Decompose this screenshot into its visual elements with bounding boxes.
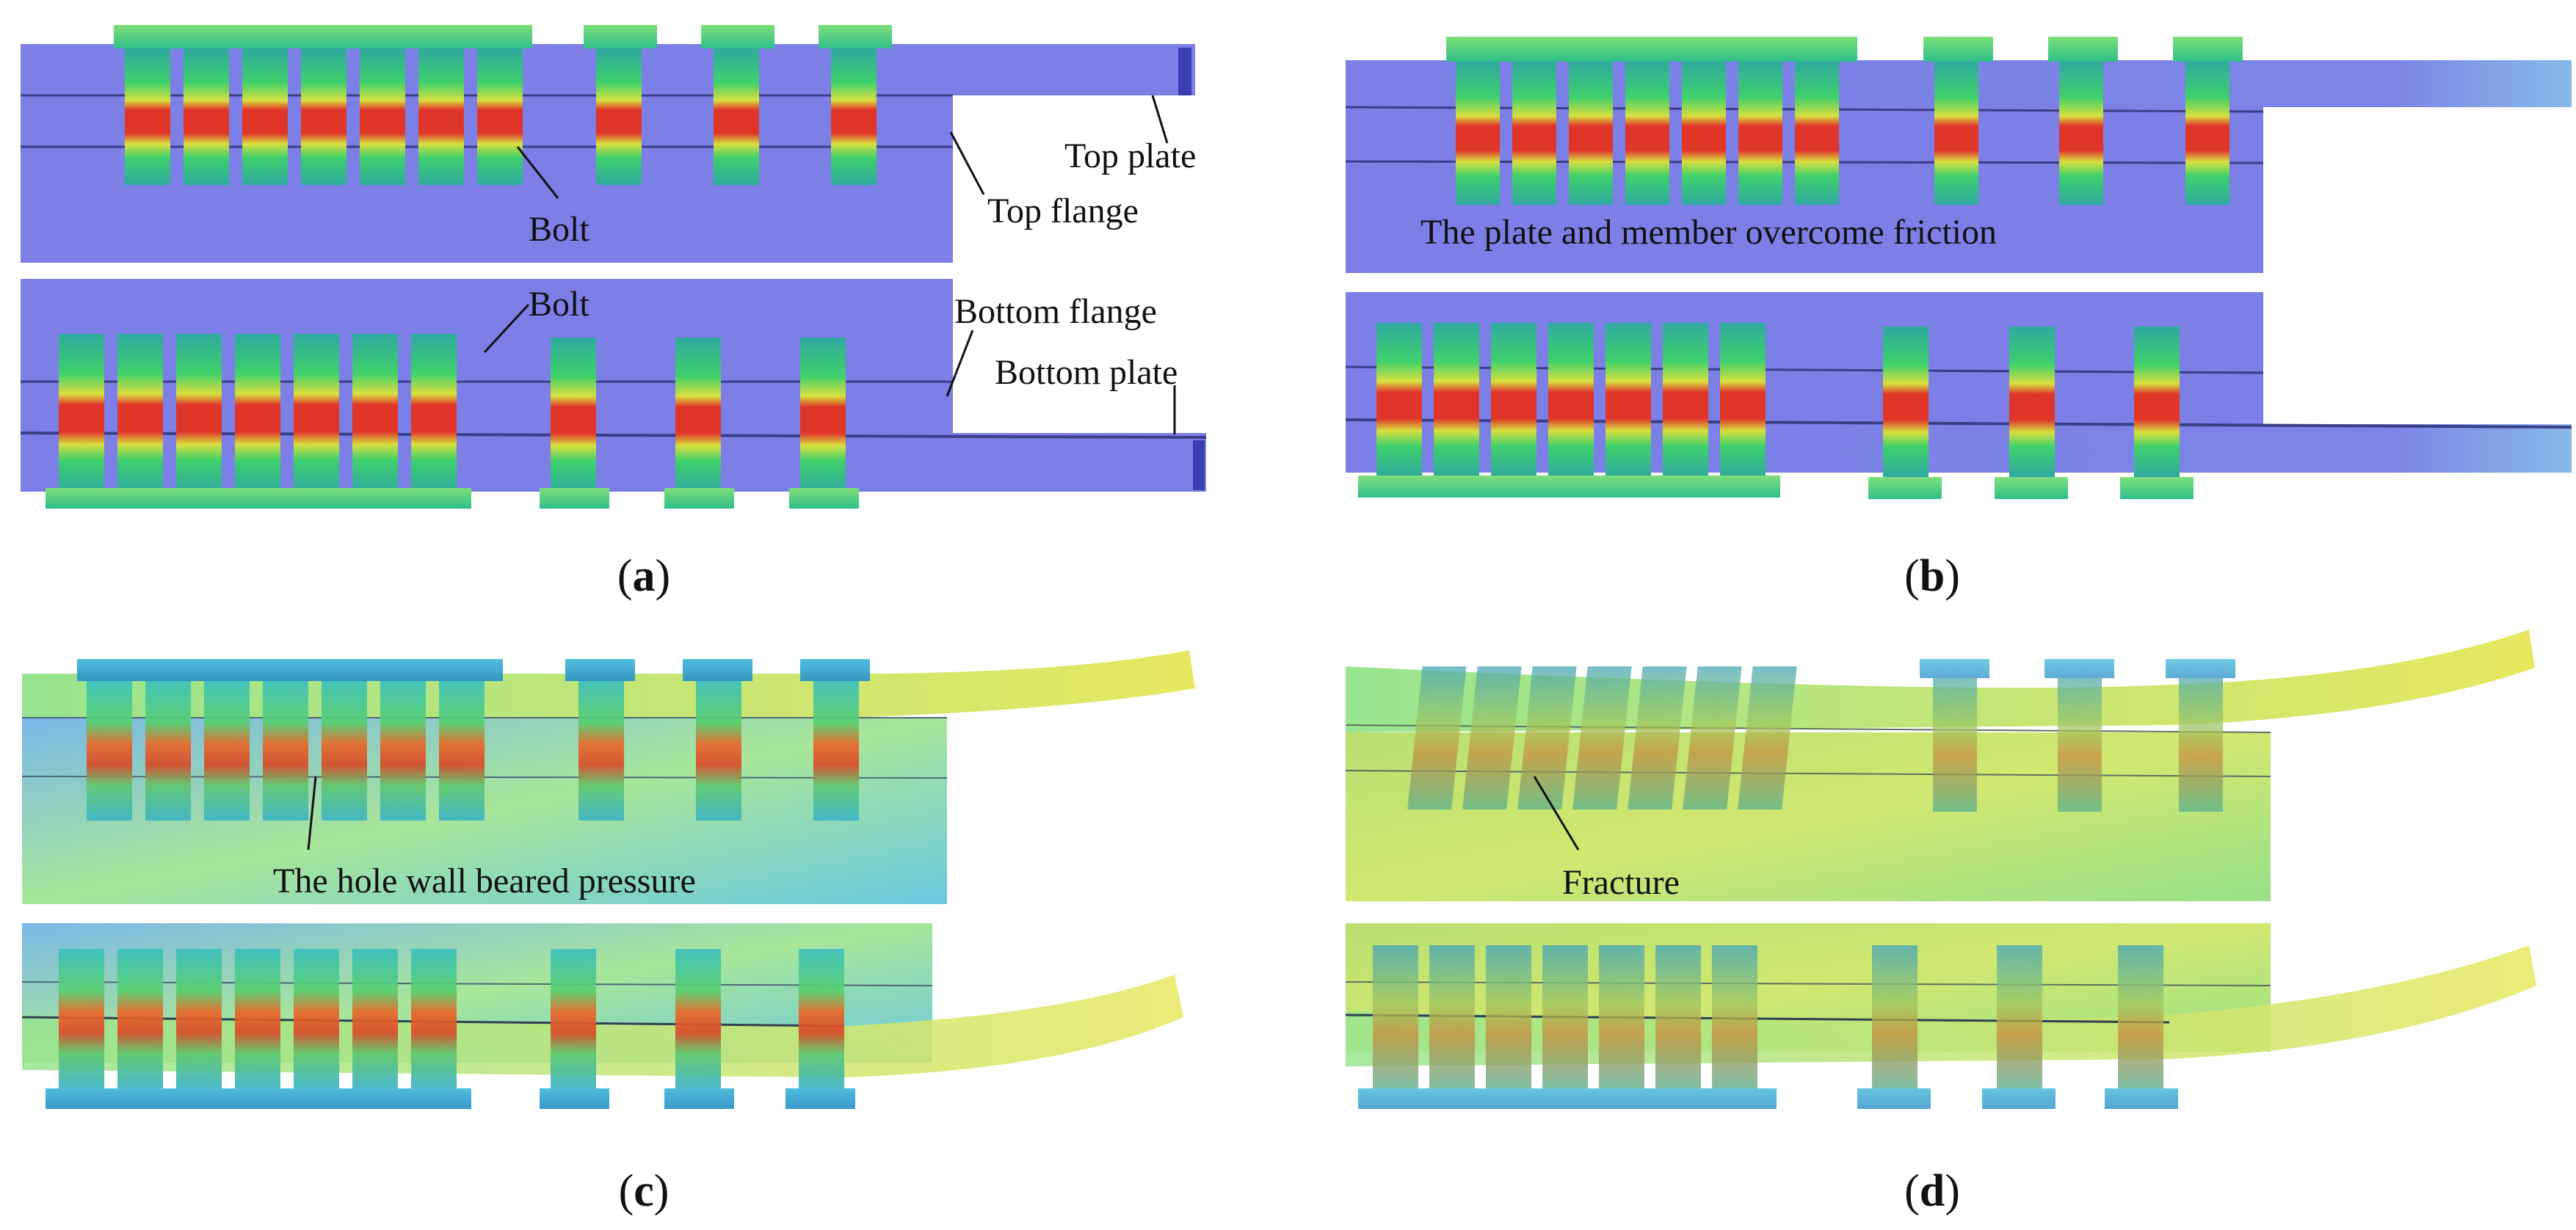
top-bolts: [114, 25, 892, 185]
panel-a-drawing: Bolt Top plate Top flange Bolt Bottom fl…: [20, 25, 1207, 509]
label-bolt-top: Bolt: [529, 210, 589, 249]
label-bolt-bottom: Bolt: [529, 285, 589, 324]
bottom-flange: [1346, 292, 2263, 424]
top-bolts: [77, 659, 870, 820]
bottom-bolts: [1358, 323, 2194, 499]
label-friction: The plate and member overcome friction: [1421, 213, 1997, 252]
label-top-plate: Top plate: [1064, 137, 1196, 175]
label-hole-wall: The hole wall beared pressure: [273, 862, 696, 900]
panel-c: The hole wall beared pressure (c: [0, 615, 1288, 1230]
bottom-bolts: [46, 334, 859, 509]
top-bolts: [1446, 37, 2243, 205]
panel-d-drawing: Fracture: [1345, 630, 2536, 1109]
panel-b: The plate and member overcome friction: [1288, 0, 2576, 615]
bottom-bolts: [1358, 945, 2178, 1109]
label-bottom-flange: Bottom flange: [954, 292, 1157, 331]
panel-d: Fracture (d): [1288, 615, 2576, 1230]
label-bottom-plate: Bottom plate: [995, 353, 1178, 392]
panel-c-drawing: The hole wall beared pressure: [21, 650, 1195, 1109]
top-bolts: [1407, 659, 2235, 812]
panel-b-drawing: The plate and member overcome friction: [1345, 37, 2572, 499]
label-fracture: Fracture: [1562, 863, 1680, 902]
caption-a: (a): [617, 551, 671, 601]
caption-c: (c): [618, 1166, 670, 1216]
caption-b: (b): [1904, 551, 1960, 601]
bottom-bolts: [46, 949, 855, 1109]
label-top-flange: Top flange: [987, 192, 1139, 230]
bottom-flange: [21, 279, 953, 433]
panel-a: Bolt Top plate Top flange Bolt Bottom fl…: [0, 0, 1288, 615]
caption-d: (d): [1904, 1166, 1960, 1216]
